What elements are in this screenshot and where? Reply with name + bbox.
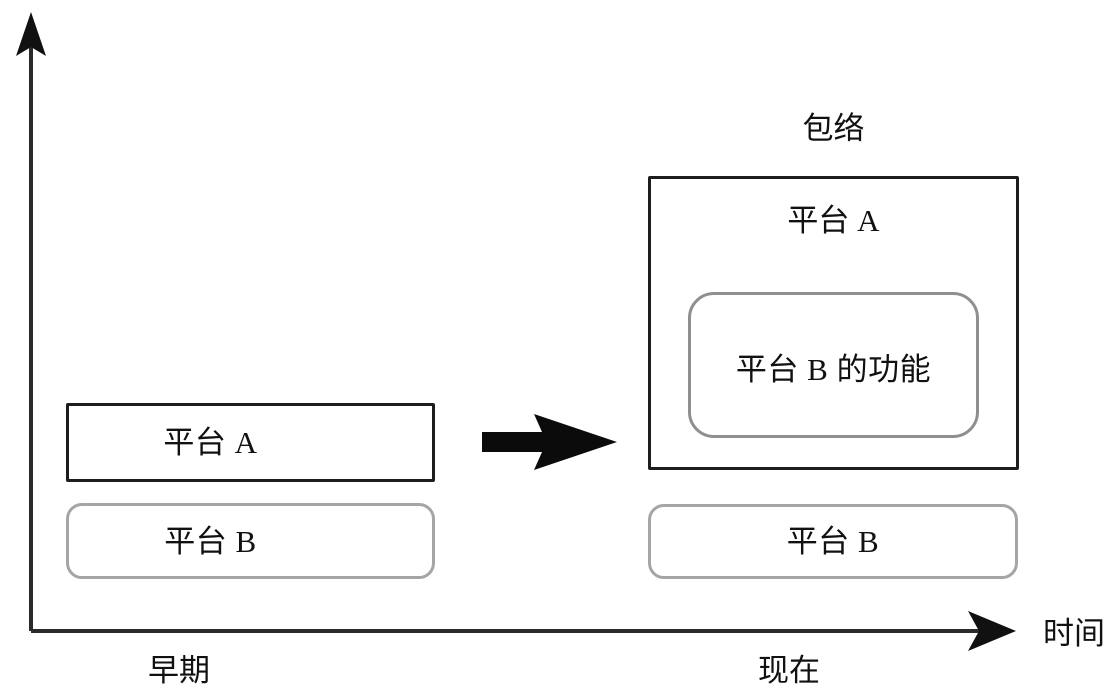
x-axis-arrowhead-icon [968,611,1016,651]
platform-b-now-box[interactable]: 平台 B [648,504,1018,579]
platform-b-now-label: 平台 B [786,524,880,559]
platform-b-early-box[interactable]: 平台 B [66,503,435,579]
platform-a-now-label: 平台 A [787,203,880,238]
x-axis-tick-now: 现在 [758,653,820,688]
x-axis-title: 时间 [1043,616,1105,651]
platform-b-function-label: 平台 B 的功能 [735,351,932,387]
platform-b-function-box[interactable]: 平台 B 的功能 [688,292,979,438]
platform-a-early-box[interactable]: 平台 A [66,403,435,482]
y-axis-arrowhead-icon [16,12,46,56]
envelope-box[interactable]: 平台 A 平台 B 的功能 [648,176,1019,470]
envelope-caption-label: 包络 [802,111,865,146]
platform-a-early-label: 平台 A [163,425,258,460]
platform-b-early-label: 平台 B [164,523,257,559]
x-axis-tick-early: 早期 [148,653,210,688]
transition-arrow-icon [482,414,617,470]
